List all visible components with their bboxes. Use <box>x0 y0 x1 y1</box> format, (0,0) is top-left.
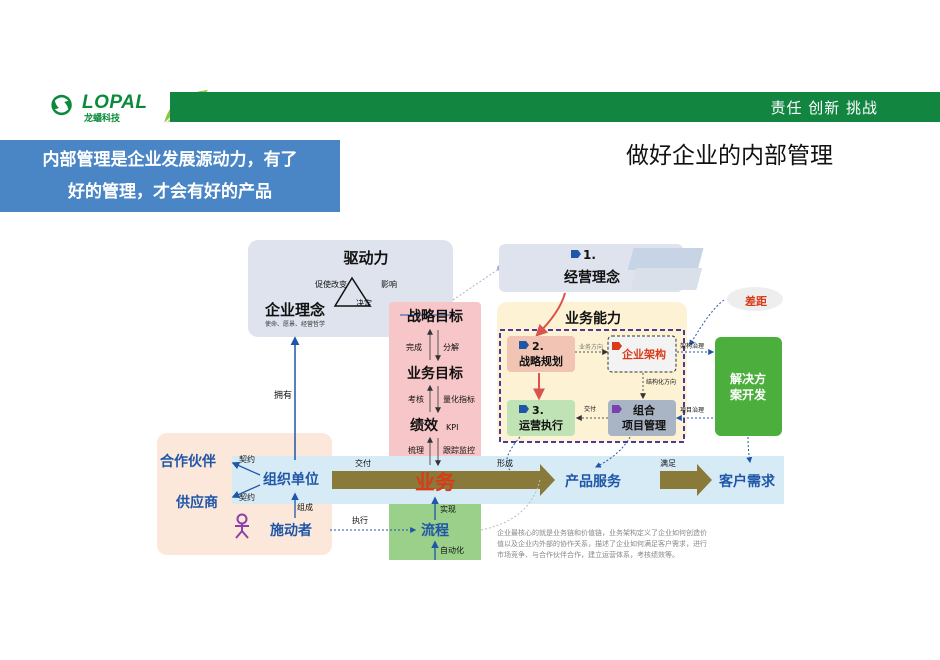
solution-to-customer-arrow <box>746 436 753 464</box>
contract-label-2: 契约 <box>239 492 255 502</box>
decide-label: 决定 <box>356 298 372 308</box>
org-label: 组织单位 <box>263 471 319 488</box>
step1-label: 经营理念 <box>564 269 621 286</box>
arch-gov-label: 架构治理 <box>680 342 704 350</box>
person-icon <box>235 513 249 539</box>
concept-label: 企业理念 <box>264 301 325 319</box>
business-main-arrow <box>332 464 555 496</box>
logo-subtitle: 龙蟠科技 <box>84 114 121 124</box>
contract-arrow-1 <box>231 461 261 476</box>
portfolio-to-product-arrow <box>594 436 631 468</box>
partner-label: 合作伙伴 <box>160 453 216 470</box>
complete-label: 完成 <box>406 342 422 352</box>
decompose-label: 分解 <box>443 342 459 352</box>
callout-box: 内部管理是企业发展源动力，有了 好的管理，才会有好的产品 <box>0 140 340 212</box>
header-green-bar <box>170 92 940 122</box>
deliver-label: 交付 <box>355 458 371 468</box>
callout-line-2: 好的管理，才会有好的产品 <box>68 182 272 202</box>
note-line-1: 企业最核心的就是业务链和价值链，业务架构定义了企业如何创造价 <box>497 528 707 537</box>
note-line-3: 市场竞争、与合作伙伴合作，建立运营体系，考核绩效等。 <box>497 550 679 559</box>
logo-text: LOPAL <box>82 92 148 113</box>
compose-label: 组成 <box>297 502 313 512</box>
execute-label: 执行 <box>352 515 368 525</box>
contract-label-1: 契约 <box>239 454 255 464</box>
solution-line-1: 解决方 <box>730 371 766 386</box>
supplier-label: 供应商 <box>175 494 218 511</box>
drive-title: 驱动力 <box>343 249 388 267</box>
kpi-label: KPI <box>446 423 458 432</box>
gap-label: 差距 <box>745 294 767 308</box>
step3-flag-icon <box>519 405 529 413</box>
automate-label: 自动化 <box>440 545 464 555</box>
business-direction-label: 业务方向 <box>579 343 603 351</box>
process-label: 流程 <box>421 522 449 539</box>
callout-line-1: 内部管理是企业发展源动力，有了 <box>42 150 298 170</box>
gap-screenshots-icon <box>627 248 783 311</box>
quantify-label: 量化指标 <box>443 394 475 404</box>
structure-direction-label: 结构化方向 <box>646 378 676 386</box>
strategic-goal-label: 战略目标 <box>407 308 463 325</box>
page-title: 做好企业的内部管理 <box>626 143 833 169</box>
portfolio-flag-icon <box>612 405 622 413</box>
capability-dashed-frame <box>499 329 685 443</box>
actor-label: 施动者 <box>270 522 312 539</box>
satisfy-label: 满足 <box>660 458 676 468</box>
step1-flag-icon <box>571 250 581 258</box>
note-link-line <box>480 479 541 531</box>
enterprise-arch-box <box>607 335 677 373</box>
step1-number: 1. <box>583 248 596 262</box>
ops-to-business-line <box>506 436 521 471</box>
step2-number: 2. <box>532 340 544 353</box>
concept-to-strategy-arrow <box>535 292 566 337</box>
track-label: 跟踪监控 <box>443 445 475 455</box>
realize-label: 实现 <box>440 504 456 514</box>
business-label: 业务 <box>415 470 456 494</box>
step2-label: 战略规划 <box>519 354 563 368</box>
own-label: 拥有 <box>274 389 292 401</box>
concept-sub-label: 使命、愿景、经营哲学 <box>265 320 325 328</box>
business-goal-label: 业务目标 <box>407 365 463 382</box>
triangle-shape <box>333 276 372 307</box>
arch-flag-icon <box>612 342 622 350</box>
capability-label: 业务能力 <box>565 310 621 327</box>
portfolio-line-1: 组合 <box>633 403 656 417</box>
step2-flag-icon <box>519 341 529 349</box>
performance-label: 绩效 <box>410 417 439 434</box>
step3-label: 运营执行 <box>519 418 563 432</box>
portfolio-line-2: 项目管理 <box>622 418 666 432</box>
portfolio-box <box>608 400 676 436</box>
sort-label: 梳理 <box>408 445 424 455</box>
concept-link-line <box>452 267 501 301</box>
form-label: 形成 <box>497 458 513 468</box>
header-slogan: 责任 创新 挑战 <box>770 99 878 117</box>
contract-arrow-2 <box>231 484 261 499</box>
lopal-logo-icon <box>51 94 72 116</box>
assess-label: 考核 <box>408 394 424 404</box>
enterprise-arch-label: 企业架构 <box>621 347 666 361</box>
promote-label: 促使改变 <box>315 279 347 289</box>
solution-box <box>715 337 782 436</box>
note-line-2: 值以及企业内外部的协作关系，描述了企业如何满足客户需求，进行 <box>497 539 707 548</box>
deliver2-label: 交付 <box>584 405 596 413</box>
influence-label: 影响 <box>381 279 397 289</box>
customer-need-label: 客户需求 <box>718 473 776 490</box>
proj-gov-label: 项目治理 <box>680 406 704 414</box>
satisfy-arrow <box>660 464 712 496</box>
solution-line-2: 案开发 <box>729 387 767 402</box>
product-service-label: 产品服务 <box>565 473 622 490</box>
step3-number: 3. <box>532 404 544 417</box>
